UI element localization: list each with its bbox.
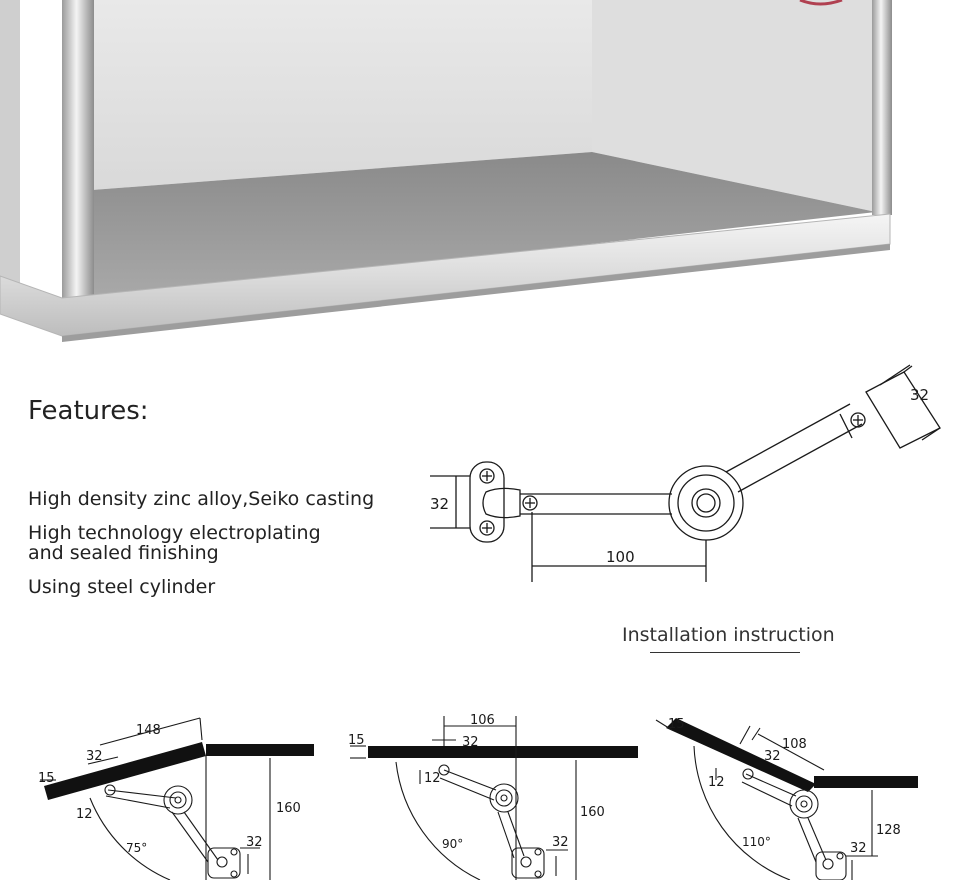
- height-label: 128: [876, 823, 901, 838]
- cabinet-right-post: [872, 0, 892, 215]
- thickness-label: 15: [668, 717, 685, 732]
- arm-pivot: [522, 495, 538, 511]
- cabinet-floor: [92, 152, 876, 300]
- thickness-label: 15: [38, 771, 55, 786]
- installation-underline: [650, 652, 800, 653]
- install-diagram-75: 15 32 12 148 160 32 75°: [38, 717, 314, 880]
- damper-cylinder: [668, 465, 744, 541]
- height-label: 160: [276, 801, 301, 816]
- mount-label: 32: [246, 835, 263, 850]
- dim-arm-label: 100: [606, 548, 635, 566]
- door-pos-label: 32: [462, 735, 479, 750]
- feature-item-2: High technology electroplating: [28, 522, 321, 544]
- width-label: 148: [136, 723, 161, 738]
- cabinet-left-side: [0, 0, 20, 300]
- door-pos-label: 32: [764, 749, 781, 764]
- upper-arm-pivot: [850, 412, 866, 428]
- cabinet-edge-shadow: [62, 244, 890, 342]
- main-diagram-labels: 32 100 32: [430, 386, 929, 566]
- cabinet-left-post: [62, 0, 94, 300]
- hinge-knuckle: [482, 487, 521, 519]
- mount-label: 32: [850, 841, 867, 856]
- cabinet-back-wall: [92, 0, 592, 190]
- main-stay-diagram: [430, 364, 941, 582]
- lid-board: [666, 718, 816, 792]
- thickness-label: 15: [348, 733, 365, 748]
- cabinet-right-wall: [592, 0, 876, 212]
- angle-label: 110°: [742, 835, 771, 849]
- feature-item-3: Using steel cylinder: [28, 576, 216, 598]
- mount-label: 32: [552, 835, 569, 850]
- offset-label: 12: [76, 807, 93, 822]
- angle-label: 90°: [442, 837, 463, 851]
- dim-mount-label: 32: [430, 495, 449, 513]
- height-label: 160: [580, 805, 605, 820]
- lid-board: [368, 746, 638, 758]
- feature-item-1: High density zinc alloy,Seiko casting: [28, 488, 375, 510]
- cabinet-illustration: [0, 0, 892, 342]
- offset-label: 12: [708, 775, 725, 790]
- offset-label: 12: [424, 771, 441, 786]
- screw-hole-bottom: [479, 520, 495, 536]
- features-title: Features:: [28, 396, 149, 426]
- cabinet-handle-hint: [799, 0, 843, 6]
- install-diagram-90: 15 32 12 106 160 32 90°: [348, 713, 638, 880]
- mounting-plate: [469, 461, 505, 543]
- door-pos-label: 32: [86, 749, 103, 764]
- width-label: 108: [782, 737, 807, 752]
- dim-door-label: 32: [910, 386, 929, 404]
- feature-item-2-cont: and sealed finishing: [28, 542, 219, 564]
- install-diagram-110: 15 32 12 108 128 32 110°: [655, 717, 918, 880]
- cabinet-top-board: [814, 776, 918, 788]
- screw-hole-top: [479, 468, 495, 484]
- lid-board: [44, 742, 206, 800]
- door-block: [865, 371, 941, 449]
- cabinet-top-board: [206, 744, 314, 756]
- angle-label: 75°: [126, 841, 147, 855]
- width-label: 106: [470, 713, 495, 728]
- installation-title: Installation instruction: [622, 624, 835, 646]
